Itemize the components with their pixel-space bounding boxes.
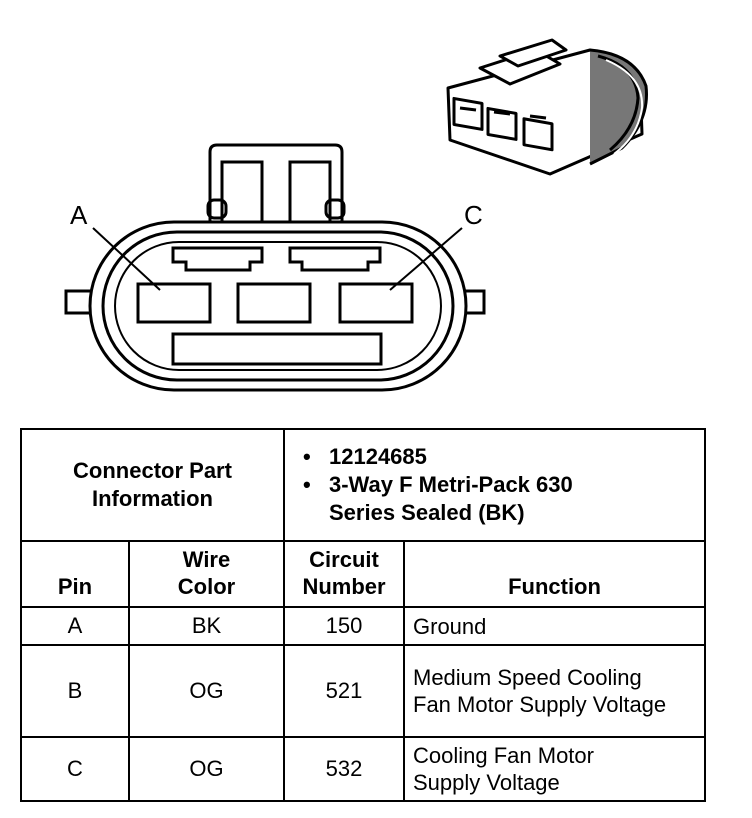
table-row: C OG 532 Cooling Fan Motor Supply Voltag… [20, 736, 706, 802]
connector-key-bottom [171, 332, 383, 366]
terminal-cavity-a [136, 282, 212, 324]
cell-circuit: 150 [283, 606, 405, 646]
connector-description: 3-Way F Metri-Pack 630 Series Sealed (BK… [303, 471, 579, 527]
connector-info-heading: Connector Part Information [20, 428, 285, 542]
part-number: 12124685 [303, 443, 696, 471]
header-circuit-number: Circuit Number [283, 540, 405, 608]
connector-body-inner [114, 241, 442, 371]
connector-info-details: 12124685 3-Way F Metri-Pack 630 Series S… [283, 428, 706, 542]
header-wire-color-text: Wire Color [177, 547, 236, 599]
cell-function-text: Cooling Fan Motor Supply Voltage [413, 743, 594, 795]
connector-latch [206, 143, 346, 230]
cell-function: Ground [403, 606, 706, 646]
cell-function: Cooling Fan Motor Supply Voltage [403, 736, 706, 802]
connector-pinout-table: Connector Part Information 12124685 3-Wa… [20, 428, 706, 802]
terminal-cavity-c [338, 282, 414, 324]
connector-info-row: Connector Part Information 12124685 3-Wa… [20, 428, 706, 542]
leader-line-a [92, 227, 161, 291]
connector-isometric-view [446, 38, 648, 176]
cell-function: Medium Speed Cooling Fan Motor Supply Vo… [403, 644, 706, 738]
header-pin: Pin [20, 540, 130, 608]
header-circuit-number-text: Circuit Number [302, 547, 386, 599]
cell-function-text: Medium Speed Cooling Fan Motor Supply Vo… [413, 665, 667, 717]
pin-c-callout-label: C [464, 200, 483, 230]
table-row: A BK 150 Ground [20, 606, 706, 646]
cell-wire-color: OG [128, 736, 285, 802]
connector-info-heading-text: Connector Part Information [73, 458, 232, 511]
connector-key-right [288, 246, 382, 272]
cell-wire-color: BK [128, 606, 285, 646]
cell-wire-color: OG [128, 644, 285, 738]
cell-pin: A [20, 606, 130, 646]
connector-info-list: 12124685 3-Way F Metri-Pack 630 Series S… [293, 443, 696, 527]
pin-a-callout-label: A [70, 200, 88, 230]
cell-pin: B [20, 644, 130, 738]
cell-circuit: 532 [283, 736, 405, 802]
table-row: B OG 521 Medium Speed Cooling Fan Motor … [20, 644, 706, 738]
cell-pin: C [20, 736, 130, 802]
header-wire-color: Wire Color [128, 540, 285, 608]
connector-face-view [64, 143, 486, 392]
terminal-cavity-b [236, 282, 312, 324]
connector-key-left [171, 246, 264, 272]
header-function: Function [403, 540, 706, 608]
leader-line-c [389, 227, 463, 291]
connector-figure: A C [64, 38, 648, 392]
table-header-row: Pin Wire Color Circuit Number Function [20, 540, 706, 608]
connector-seal-ring [101, 230, 455, 382]
cell-circuit: 521 [283, 644, 405, 738]
